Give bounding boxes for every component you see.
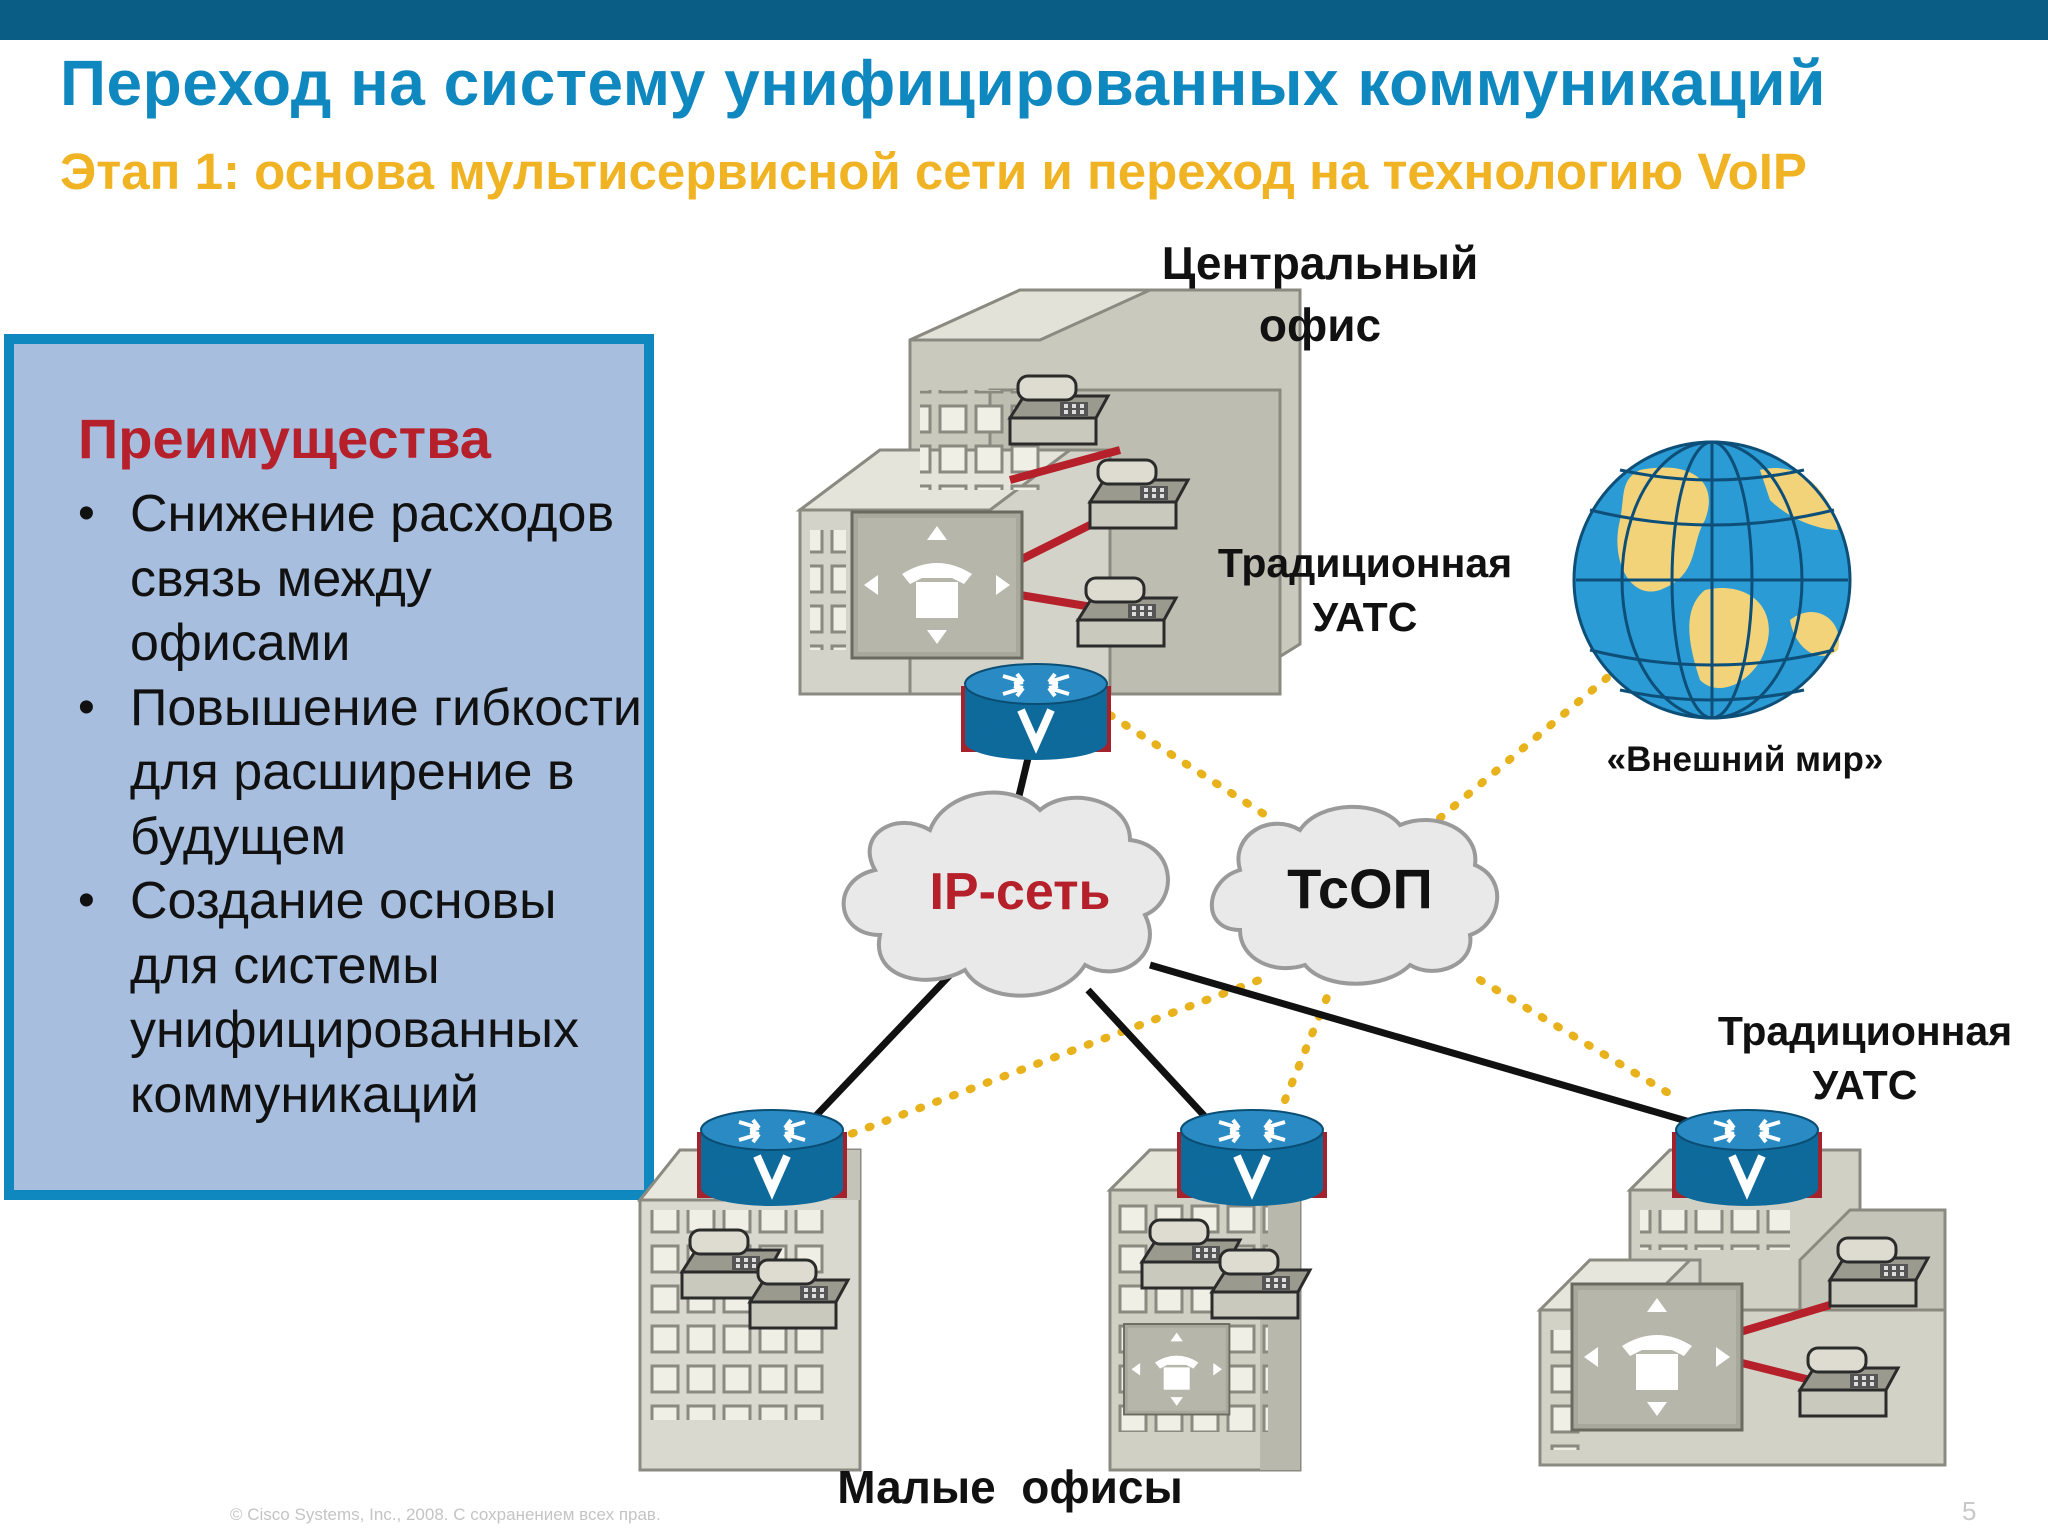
ip-network-label: IP-сеть bbox=[929, 863, 1111, 921]
traditional-pbx-central-label: Традиционная УАТС bbox=[1217, 540, 1513, 640]
central-office-label: Центральный офис bbox=[1161, 237, 1479, 351]
pbx-central bbox=[850, 510, 1024, 660]
ip-network-cloud bbox=[841, 790, 1170, 998]
pbx-small-office bbox=[1123, 1323, 1231, 1416]
globe-icon bbox=[1572, 440, 1852, 720]
voice-router-branch-2 bbox=[1177, 1110, 1327, 1206]
benefits-list: Снижение расходов связь между офисами По… bbox=[14, 482, 650, 1127]
benefit-item: Снижение расходов связь между офисами bbox=[14, 482, 650, 676]
small-offices-label: Малые офисы bbox=[837, 1461, 1183, 1513]
slide-title: Переход на систему унифицированных комму… bbox=[60, 47, 1826, 119]
voice-router-branch-3 bbox=[1672, 1110, 1822, 1206]
pbx-branch bbox=[1570, 1282, 1744, 1432]
copyright-footer: © Cisco Systems, Inc., 2008. С сохранени… bbox=[230, 1505, 661, 1524]
benefits-title: Преимущества bbox=[78, 407, 491, 470]
benefit-item: Повышение гибкости для расширение в буду… bbox=[14, 676, 650, 870]
ip-links bbox=[807, 749, 1691, 1126]
benefit-item: Создание основы для системы унифицирован… bbox=[14, 869, 650, 1127]
voice-router-central bbox=[961, 664, 1111, 760]
top-bar bbox=[0, 0, 2048, 40]
page-number: 5 bbox=[1962, 1496, 1977, 1526]
traditional-pbx-branch-label: Традиционная УАТС bbox=[1717, 1008, 2013, 1108]
pstn-label: ТсОП bbox=[1287, 857, 1433, 920]
slide-subtitle: Этап 1: основа мультисервисной сети и пе… bbox=[60, 143, 1807, 200]
benefits-panel: Преимущества Снижение расходов связь меж… bbox=[4, 334, 654, 1200]
outside-world-label: «Внешний мир» bbox=[1606, 740, 1884, 779]
pstn-cloud bbox=[1209, 804, 1500, 986]
pstn-links bbox=[831, 646, 1684, 1144]
voice-router-branch-1 bbox=[697, 1110, 847, 1206]
